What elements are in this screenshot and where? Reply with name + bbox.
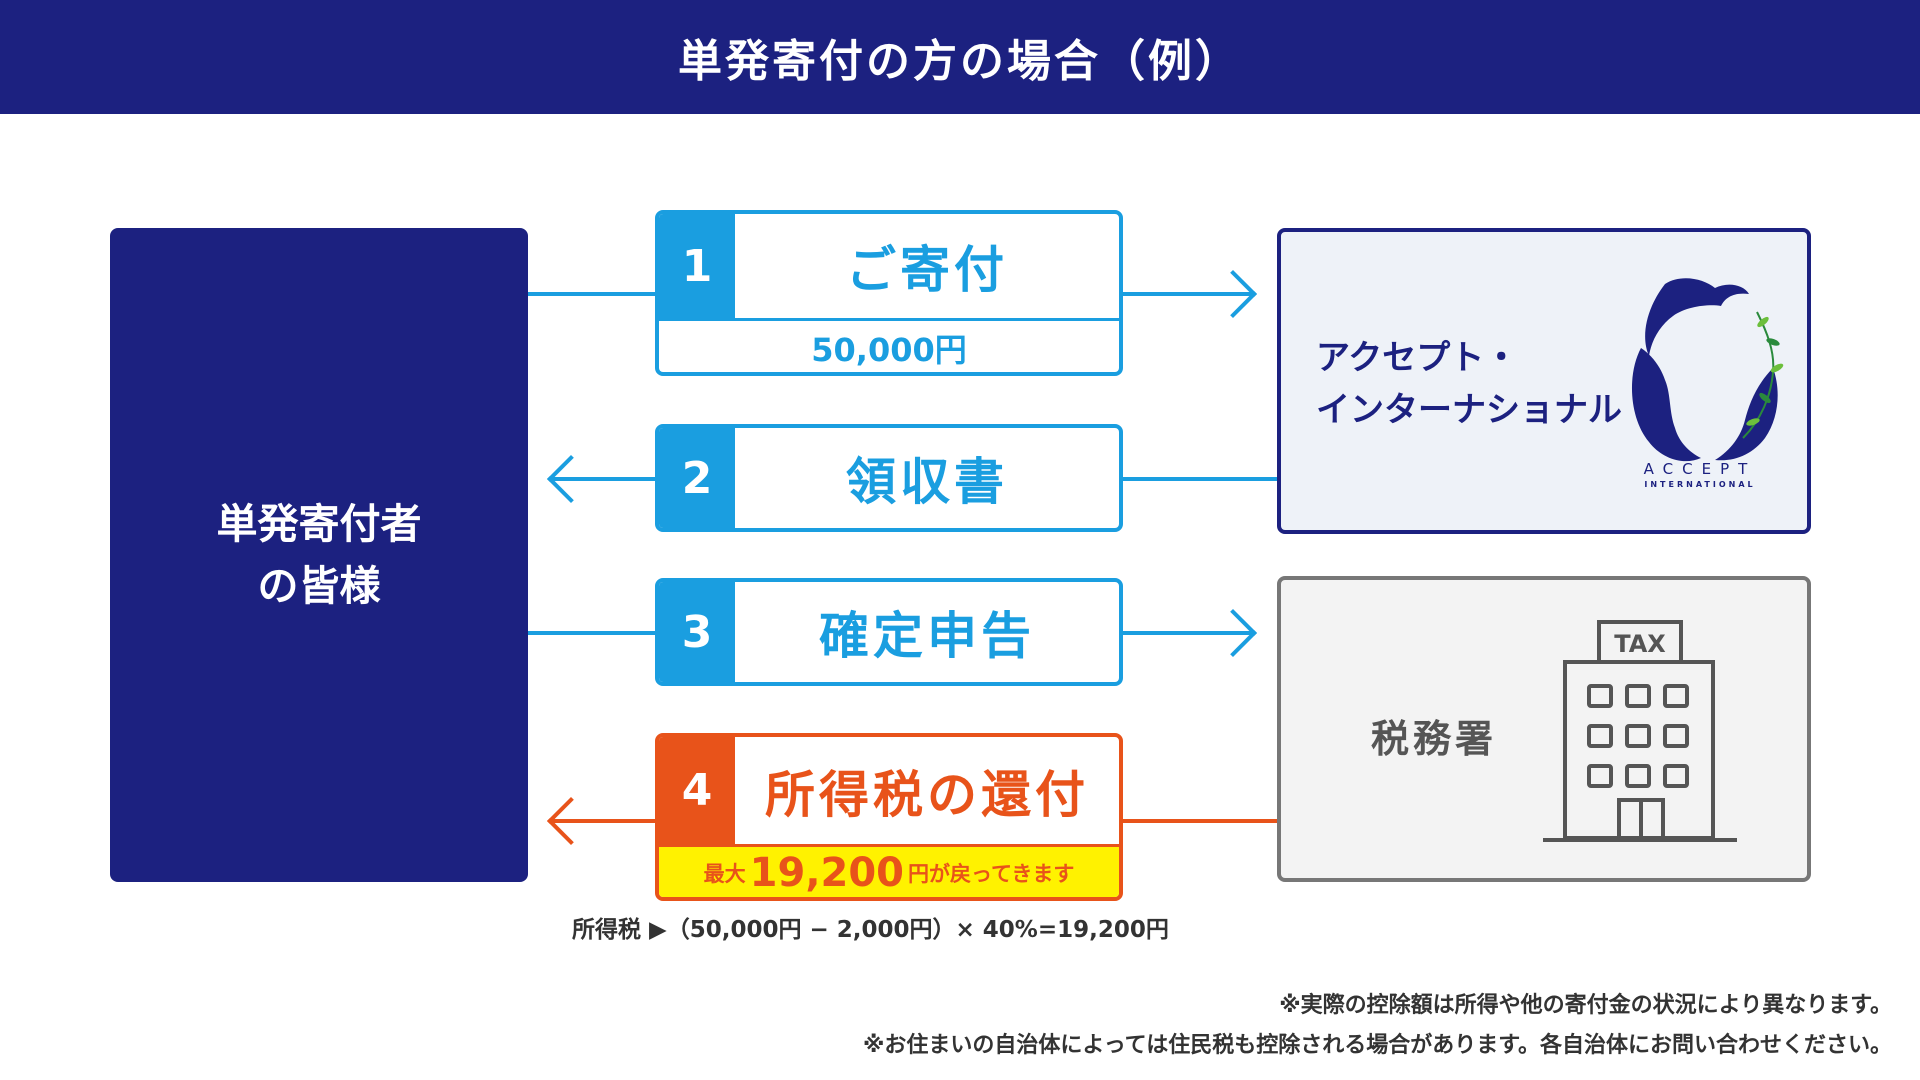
step-label: 確定申告 xyxy=(819,607,1035,665)
flow-line-4-right xyxy=(1123,819,1277,823)
donor-label-line1: 単発寄付者 xyxy=(216,500,422,548)
organization-name-line1: アクセプト・ xyxy=(1316,338,1519,378)
step-label: ご寄付 xyxy=(846,241,1008,299)
flow-line-1-right xyxy=(1123,292,1253,296)
flow-line-2-right xyxy=(1123,477,1277,481)
refund-suffix: 円が戻ってきます xyxy=(908,861,1075,886)
step-number: 4 xyxy=(659,737,735,844)
tax-sign: TAX xyxy=(1614,630,1666,658)
page-title: 単発寄付の方の場合（例） xyxy=(678,36,1242,87)
arrow-left-icon xyxy=(546,796,596,846)
arrow-right-icon xyxy=(1208,269,1258,319)
flow-line-1-left xyxy=(528,292,655,296)
step-number: 2 xyxy=(659,428,735,528)
accept-international-logo xyxy=(1631,278,1784,462)
step-number: 1 xyxy=(659,214,735,318)
organization-name: アクセプト・ インターナショナル xyxy=(1316,332,1622,436)
organization-name-line2: インターナショナル xyxy=(1316,390,1622,430)
step-tax-refund: 4 所得税の還付 最大 19,200 円が戻ってきます xyxy=(655,733,1123,901)
tax-office-box: 税務署 TAX xyxy=(1277,576,1811,882)
flow-line-3-right xyxy=(1123,631,1253,635)
refund-banner: 最大 19,200 円が戻ってきます xyxy=(659,844,1119,897)
arrow-right-icon xyxy=(1208,608,1258,658)
step-label: 所得税の還付 xyxy=(765,765,1089,824)
tax-office-building-icon: TAX xyxy=(1543,620,1737,842)
tax-office-name: 税務署 xyxy=(1371,717,1498,761)
donation-amount: 50,000円 xyxy=(659,318,1119,372)
step-number: 3 xyxy=(659,582,735,682)
organization-box: アクセプト・ インターナショナル ACCEPT INTERNATIONAL xyxy=(1277,228,1811,534)
step-receipt: 2 領収書 xyxy=(655,424,1123,532)
footnotes: ※実際の控除額は所得や他の寄付金の状況により異なります。 ※お住まいの自治体によ… xyxy=(863,986,1892,1066)
refund-amount: 19,200 xyxy=(749,849,905,896)
donor-label-line2: の皆様 xyxy=(257,562,381,610)
flow-line-2-left xyxy=(552,477,655,481)
step-donation: 1 ご寄付 50,000円 xyxy=(655,210,1123,376)
flow-line-3-left xyxy=(528,631,655,635)
logo-wordmark: ACCEPT xyxy=(1643,460,1757,478)
step-label: 領収書 xyxy=(846,453,1008,511)
header-bar: 単発寄付の方の場合（例） xyxy=(0,0,1920,114)
step-tax-return: 3 確定申告 xyxy=(655,578,1123,686)
refund-prefix: 最大 xyxy=(703,861,746,886)
logo-subtext: INTERNATIONAL xyxy=(1644,480,1756,489)
footnote: ※お住まいの自治体によっては住民税も控除される場合があります。各自治体にお問い合… xyxy=(863,1033,1892,1058)
arrow-left-icon xyxy=(546,454,596,504)
donor-box: 単発寄付者 の皆様 xyxy=(110,228,528,882)
flow-line-4-left xyxy=(552,819,655,823)
footnote: ※実際の控除額は所得や他の寄付金の状況により異なります。 xyxy=(1279,993,1892,1018)
tax-formula: 所得税 ▶（50,000円 − 2,000円）× 40%=19,200円 xyxy=(572,917,1169,943)
